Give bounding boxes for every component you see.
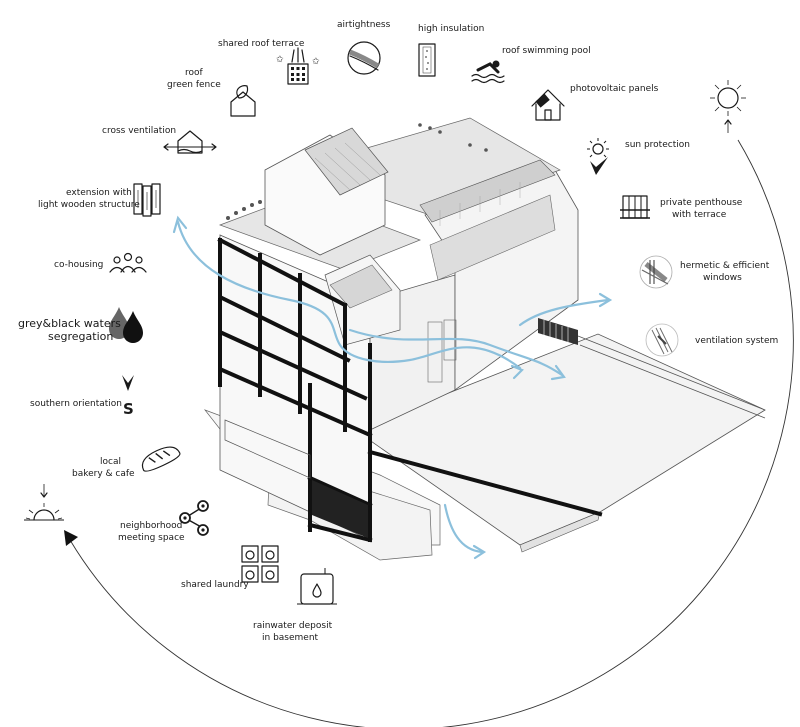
extension-item: extension with light wooden structure <box>38 183 161 217</box>
photovoltaic-panels-item: photovoltaic panels <box>531 84 659 121</box>
penthouse-icon <box>620 195 650 219</box>
solar-house-icon <box>531 89 565 121</box>
shared-laundry-item: shared laundry <box>181 545 279 590</box>
roof-green-fence-label-1: roof <box>185 68 204 78</box>
sun-path-arc <box>64 139 794 727</box>
airtightness-label: airtightness <box>337 20 391 30</box>
airtightness-icon <box>347 41 381 75</box>
hermetic-windows-item: hermetic & efficient windows <box>639 255 770 289</box>
green-roof-planting <box>226 123 488 220</box>
rainwater-label-1: rainwater deposit <box>253 621 333 631</box>
local-bakery-item: local bakery & cafe <box>72 446 181 479</box>
photovoltaic-panels-label: photovoltaic panels <box>570 84 659 94</box>
southern-orientation-item: S southern orientation <box>30 375 134 418</box>
sun-protection-icon <box>587 138 609 175</box>
extension-label-2: light wooden structure <box>38 200 140 210</box>
south-letter: S <box>123 400 134 418</box>
roof-swimming-pool-label: roof swimming pool <box>502 46 591 56</box>
swimming-pool-icon <box>471 60 505 84</box>
network-icon <box>179 500 209 536</box>
facade-structure <box>217 237 603 543</box>
wooden-structure-icon <box>133 183 161 217</box>
sunrise-icon <box>24 484 64 521</box>
high-insulation-label: high insulation <box>418 24 484 34</box>
neighborhood-label-1: neighborhood <box>120 521 182 531</box>
rainwater-item: rainwater deposit in basement <box>253 568 337 643</box>
local-bakery-label-2: bakery & cafe <box>72 469 135 479</box>
airflow-arrows <box>172 215 613 560</box>
grey-black-waters-label-2: segregation <box>48 330 113 343</box>
co-housing-item: co-housing <box>54 252 147 273</box>
svg-text:✩: ✩ <box>276 55 284 65</box>
sun-protection-label: sun protection <box>625 140 690 150</box>
water-tank-icon <box>297 568 337 605</box>
insulation-icon <box>418 43 436 77</box>
local-bakery-label-1: local <box>100 457 121 467</box>
cross-ventilation-icon <box>163 130 217 154</box>
laundry-icon <box>241 545 279 583</box>
shared-laundry-label: shared laundry <box>181 580 249 590</box>
sun-path-arrowhead-icon <box>64 530 78 546</box>
sun-protection-item: sun protection <box>587 138 690 175</box>
high-insulation-item: high insulation <box>418 24 484 77</box>
shared-roof-terrace-label: shared roof terrace <box>218 39 305 49</box>
green-roof-house-icon <box>230 85 256 117</box>
private-penthouse-label-2: with terrace <box>672 210 727 220</box>
rainwater-label-2: in basement <box>262 633 319 643</box>
hermetic-windows-label-2: windows <box>703 273 742 283</box>
ventilation-icon <box>645 323 679 357</box>
private-penthouse-label-1: private penthouse <box>660 198 743 208</box>
roof-green-fence-item: roof green fence <box>167 68 256 117</box>
grey-black-waters-item: grey&black waters segregation <box>18 307 143 343</box>
extension-label-1: extension with <box>66 188 132 198</box>
neighborhood-label-2: meeting space <box>118 533 185 543</box>
building-axonometric <box>203 117 766 561</box>
ventilation-system-item: ventilation system <box>645 323 778 357</box>
roof-terrace-icon: ✩✩ <box>276 47 320 85</box>
southern-orientation-label: southern orientation <box>30 399 122 409</box>
hermetic-windows-label-1: hermetic & efficient <box>680 261 770 271</box>
sun-icon <box>710 80 746 133</box>
co-housing-people-icon <box>109 252 147 273</box>
bread-icon <box>141 446 181 472</box>
roof-swimming-pool-item: roof swimming pool <box>471 46 591 84</box>
cross-ventilation-item: cross ventilation <box>102 126 217 154</box>
shared-roof-terrace-item: ✩✩ shared roof terrace <box>218 39 320 85</box>
roof-green-fence-label-2: green fence <box>167 80 221 90</box>
south-arrow-icon <box>122 375 134 391</box>
svg-text:✩: ✩ <box>312 57 320 67</box>
private-penthouse-item: private penthouse with terrace <box>620 195 743 220</box>
grey-black-waters-label-1: grey&black waters <box>18 317 121 330</box>
neighborhood-item: neighborhood meeting space <box>118 500 209 543</box>
window-icon <box>639 255 673 289</box>
cross-ventilation-label: cross ventilation <box>102 126 176 136</box>
ventilation-system-label: ventilation system <box>695 336 778 346</box>
airtightness-item: airtightness <box>337 20 391 75</box>
water-drops-icon <box>109 307 143 343</box>
co-housing-label: co-housing <box>54 260 103 270</box>
